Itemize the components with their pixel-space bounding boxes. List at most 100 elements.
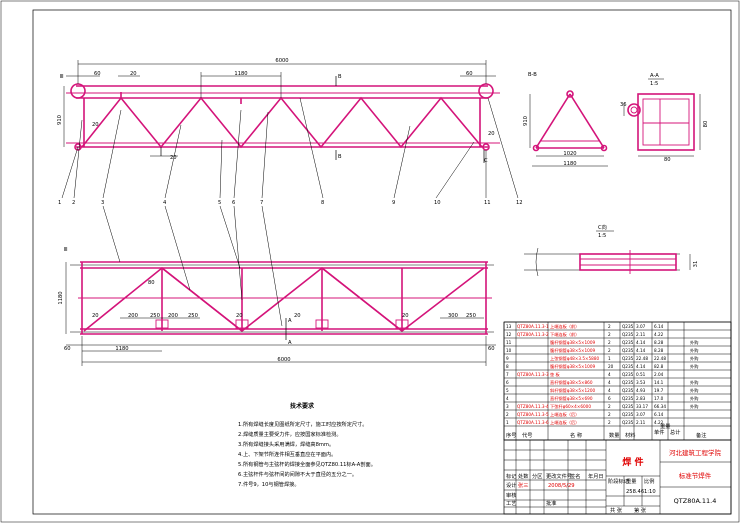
bom-cell-no: 1 xyxy=(506,420,509,425)
callout-5: 5 xyxy=(218,200,221,206)
callout-12: 12 xyxy=(516,200,523,206)
bom-cell-mat: Q235 xyxy=(622,356,634,361)
bom-cell-mat: Q235 xyxy=(622,380,634,385)
plan-1180: 1180 xyxy=(115,346,128,352)
drawing-frame xyxy=(32,9,732,515)
bom-cell-w2: 14.1 xyxy=(654,380,664,385)
tb-role-review: 审核 xyxy=(506,491,516,499)
bom-cell-w2: 8.28 xyxy=(654,340,664,345)
bom-cell-name: 下端连板（前） xyxy=(550,331,579,338)
bom-cell-qty: 4 xyxy=(608,388,611,393)
bom-h-weight: 重量 xyxy=(660,422,670,430)
bom-cell-mat: Q235 xyxy=(622,340,634,345)
plan-1180-vertical: 1180 xyxy=(58,291,64,304)
bom-cell-no: 13 xyxy=(506,324,512,329)
bom-cell-w2: 6.14 xyxy=(654,324,664,329)
bom-cell-w1: 4.14 xyxy=(636,364,646,369)
bom-cell-no: 10 xyxy=(506,348,512,353)
aa-36: 36 xyxy=(620,102,627,108)
section-b-bottom: B xyxy=(338,154,342,160)
c-title: C向 xyxy=(598,223,607,231)
top-elevation-view: 6000 60 60 20 1180 910 20 20 20 B B Ⅲ C xyxy=(57,58,523,206)
bom-cell-w2: 82.8 xyxy=(654,364,664,369)
tech-item-7: 7.件号9，10与钢管焊接。 xyxy=(238,480,300,488)
bom-cell-mat: Q235 xyxy=(622,324,634,329)
bom-cell-no: 11 xyxy=(506,340,512,345)
c-scale: 1:5 xyxy=(598,233,606,239)
tb-sheet: 第 张 xyxy=(634,506,647,514)
bom-cell-name: 上端连板（后） xyxy=(550,411,579,418)
bom-cell-qty: 2 xyxy=(608,340,611,345)
tb-rev-2: 处数 xyxy=(518,472,529,480)
bb-title: B-B xyxy=(528,72,537,78)
bom-cell-mat: Q235 xyxy=(622,332,634,337)
bom-cell-w1: 2.83 xyxy=(636,396,646,401)
tb-rev-6: 年月日 xyxy=(588,472,604,480)
bom-cell-name: 直杆钢管φ38×5×690 xyxy=(550,395,593,402)
plan-250-1: 250 xyxy=(150,313,160,319)
bom-h-w2: 总计 xyxy=(670,428,680,436)
plan-250-2: 250 xyxy=(188,313,198,319)
bom-cell-no: 9 xyxy=(506,356,509,361)
aa-title: A-A xyxy=(650,73,659,79)
section-bb-view: B-B 910 1020 1180 xyxy=(523,72,608,167)
dim-60-right: 60 xyxy=(466,71,473,77)
bom-cell-qty: 2 xyxy=(608,332,611,337)
marker-mb: Ⅲ xyxy=(64,247,68,253)
bom-cell-no: 8 xyxy=(506,364,509,369)
callout-9: 9 xyxy=(392,200,395,206)
bom-cell-note: 外购 xyxy=(690,339,698,346)
bom-cell-w1: 2.11 xyxy=(636,420,646,425)
plan-250-3: 250 xyxy=(466,313,476,319)
tb-drawing-name: 标准节焊件 xyxy=(679,471,712,480)
bom-cell-qty: 6 xyxy=(608,396,611,401)
bom-cell-code: QTZ80A.11.3-2 xyxy=(517,332,549,337)
section-aa-view: A-A 1:5 36 80 80 xyxy=(620,73,709,163)
dim-6000: 6000 xyxy=(275,58,288,64)
callout-8: 8 xyxy=(321,200,324,206)
bom-cell-no: 7 xyxy=(506,372,509,377)
bom-cell-qty: 20 xyxy=(608,364,614,369)
tb-company: 河北建筑工程学院 xyxy=(669,448,722,457)
plan-60-left: 60 xyxy=(64,346,71,352)
tb-rev-1: 标记 xyxy=(506,472,516,480)
bom-cell-w2: 2.04 xyxy=(654,372,664,377)
bom-cell-w2: 19.7 xyxy=(654,388,664,393)
bom-cell-mat: Q235 xyxy=(622,396,634,401)
top-leaders xyxy=(61,97,519,199)
bom-cell-w1: 4.93 xyxy=(636,388,646,393)
callout-11: 11 xyxy=(484,200,491,206)
tb-part: 焊 件 xyxy=(622,456,643,468)
tech-item-6: 6.主弦杆件与弦杆间的间隙不大于直径的五分之一。 xyxy=(238,470,357,478)
tech-item-3: 3.所有焊缝接头采用满焊，焊缝高8mm。 xyxy=(238,440,334,448)
callout-1: 1 xyxy=(58,200,61,206)
tb-scale-label: 比例 xyxy=(644,477,654,485)
bom-cell-name: 腹杆钢管φ38×5×1009 xyxy=(550,363,596,370)
tech-item-2: 2.焊缝质量主要受力件，应按国家标准检测。 xyxy=(238,430,342,438)
bom-cell-mat: Q235 xyxy=(622,388,634,393)
bom-cell-note: 外购 xyxy=(690,363,698,370)
tech-title: 技术要求 xyxy=(290,402,315,410)
dim-20-right: 20 xyxy=(488,131,495,137)
bom-cell-w2: 66.34 xyxy=(654,404,666,409)
plan-20-a: 20 xyxy=(92,313,99,319)
bom-cell-w2: 4.22 xyxy=(654,332,664,337)
bom-cell-w2: 4.22 xyxy=(654,420,664,425)
bom-cell-qty: 2 xyxy=(608,412,611,417)
c-dim: 31 xyxy=(693,261,699,268)
tb-designer: 张三 xyxy=(518,481,528,489)
bom-cell-w1: 33.17 xyxy=(636,404,648,409)
bom-h-code: 代号 xyxy=(522,431,532,439)
bom-cell-qty: 4 xyxy=(608,380,611,385)
marker-ma: Ⅲ xyxy=(60,74,64,80)
bom-cell-w1: 2.11 xyxy=(636,332,646,337)
tb-role-craft: 工艺 xyxy=(506,500,516,507)
bom-cell-w1: 4.14 xyxy=(636,340,646,345)
bom-cell-no: 12 xyxy=(506,332,512,337)
plan-20-b: 20 xyxy=(236,313,243,319)
bb-910: 910 xyxy=(523,116,529,126)
bom-cell-name: 垫 板 xyxy=(550,371,561,378)
